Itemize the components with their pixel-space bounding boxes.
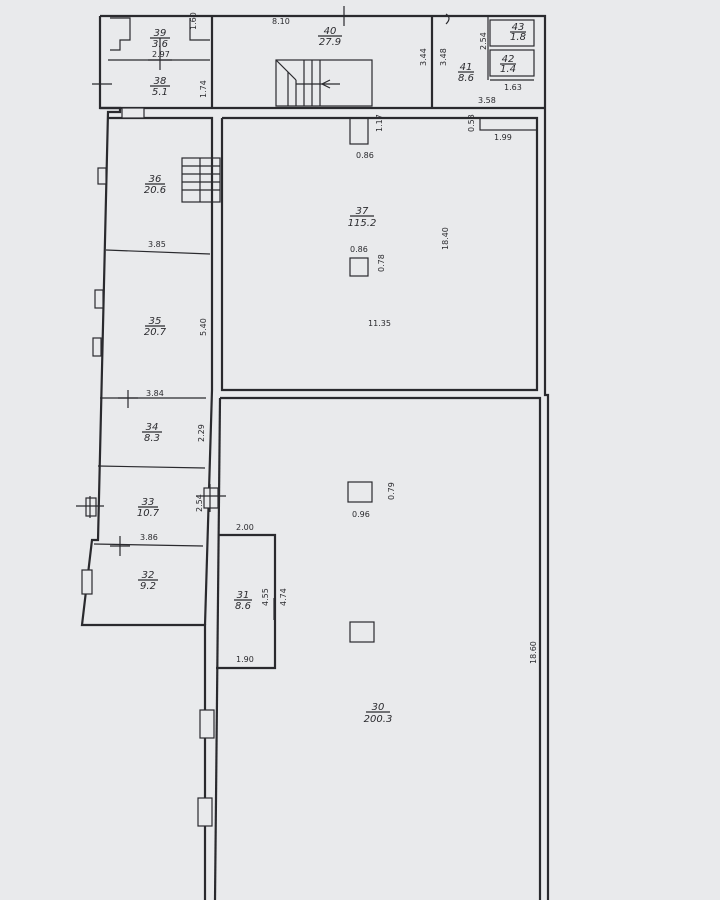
dim-3-86: 3.86 <box>140 533 158 542</box>
room-area-39: 3.6 <box>152 39 168 50</box>
dim-8-10: 8.10 <box>272 17 290 26</box>
room-area-30: 200.3 <box>364 714 393 725</box>
dim-0-53: 0.53 <box>467 114 476 132</box>
dim-1-99: 1.99 <box>494 133 512 142</box>
cell-43 <box>489 19 535 47</box>
window <box>97 167 107 185</box>
dim-18-40: 18.40 <box>441 227 450 250</box>
column-37-center <box>349 257 369 277</box>
room-number-40: 40 <box>324 26 337 37</box>
wall-30 <box>220 396 542 900</box>
wall-39-notch-right <box>189 18 210 41</box>
room-area-35: 20.7 <box>144 327 167 338</box>
room-area-36: 20.6 <box>144 185 166 196</box>
room-area-38: 5.1 <box>152 87 168 98</box>
arrow-icon <box>445 13 450 25</box>
dim-0-78: 0.78 <box>377 254 386 272</box>
dim-4-74: 4.74 <box>279 588 288 606</box>
dim-2-29: 2.29 <box>197 424 206 442</box>
wall-33-32 <box>93 543 204 547</box>
room-number-35: 35 <box>149 316 162 327</box>
room-number-34: 34 <box>146 422 159 433</box>
dim-4-55: 4.55 <box>261 588 270 606</box>
outer-wall-left-upper <box>80 16 207 900</box>
room-number-36: 36 <box>149 174 162 185</box>
room-area-31: 8.6 <box>235 601 251 612</box>
outer-wall <box>100 14 550 900</box>
dim-2-54b: 2.54 <box>195 494 204 512</box>
dim-0-79: 0.79 <box>387 482 396 500</box>
dim-5-40: 5.40 <box>199 318 208 336</box>
wall-30-left <box>213 397 222 900</box>
room-number-32: 32 <box>142 570 155 581</box>
dim-3-44: 3.44 <box>419 48 428 66</box>
dim-3-58: 3.58 <box>478 96 496 105</box>
room-area-32: 9.2 <box>140 581 156 592</box>
room-number-37: 37 <box>356 206 369 217</box>
room-area-37: 115.2 <box>348 218 377 229</box>
window <box>94 289 104 309</box>
dim-1-60: 1.60 <box>189 12 198 30</box>
dim-1-74: 1.74 <box>199 80 208 98</box>
dim-2-00: 2.00 <box>236 523 254 532</box>
dim-18-60: 18.60 <box>529 641 538 664</box>
room-number-42: 42 <box>502 54 515 65</box>
window <box>203 487 219 509</box>
stair-36 <box>181 157 221 203</box>
column-37-top <box>349 117 369 145</box>
room-area-42: 1.4 <box>500 64 516 75</box>
wall-36-35 <box>105 249 211 255</box>
window <box>92 337 102 357</box>
room-area-43: 1.8 <box>510 32 526 43</box>
column-30-top <box>347 481 373 503</box>
dim-0-86a: 0.86 <box>356 151 374 160</box>
wall-31 <box>216 533 277 670</box>
window <box>121 107 145 119</box>
room-area-40: 27.9 <box>319 37 341 48</box>
room-number-31: 31 <box>237 590 250 601</box>
dim-2-97: 2.97 <box>152 50 170 59</box>
dim-1-17: 1.17 <box>375 114 384 132</box>
dim-0-96: 0.96 <box>352 510 370 519</box>
window <box>197 797 213 827</box>
column-30-mid <box>349 621 375 643</box>
dim-2-54a: 2.54 <box>479 32 488 50</box>
dim-3-48: 3.48 <box>439 48 448 66</box>
dimension-labels: 1.60 2.97 1.74 8.10 3.44 3.48 2.54 1.63 … <box>140 12 538 664</box>
area-underlines <box>138 31 526 713</box>
window <box>85 497 97 517</box>
room-number-41: 41 <box>460 62 473 73</box>
room-area-33: 10.7 <box>137 508 160 519</box>
wall-37 <box>220 116 539 392</box>
dim-1-90: 1.90 <box>236 655 254 664</box>
room-number-30: 30 <box>372 702 385 713</box>
wall-39-notch <box>110 17 131 51</box>
dim-1-63: 1.63 <box>504 83 522 92</box>
dim-11-35: 11.35 <box>368 319 391 328</box>
room-area-41: 8.6 <box>458 73 474 84</box>
niche-37 <box>479 117 538 131</box>
stair-40 <box>275 59 373 107</box>
dim-3-85: 3.85 <box>148 240 166 249</box>
room-number-39: 39 <box>154 28 167 39</box>
room-number-33: 33 <box>142 497 155 508</box>
room-number-43: 43 <box>512 22 525 33</box>
window <box>81 569 93 595</box>
cell-42 <box>489 49 535 77</box>
dim-0-86b: 0.86 <box>350 245 368 254</box>
window <box>199 709 215 739</box>
room-area-34: 8.3 <box>144 433 160 444</box>
room-number-38: 38 <box>154 76 167 87</box>
wall-34-33 <box>97 465 206 469</box>
room-labels: 39 3.6 38 5.1 40 27.9 43 1.8 42 1.4 41 8… <box>137 22 526 725</box>
dim-3-84: 3.84 <box>146 389 164 398</box>
section-marks <box>76 6 354 620</box>
